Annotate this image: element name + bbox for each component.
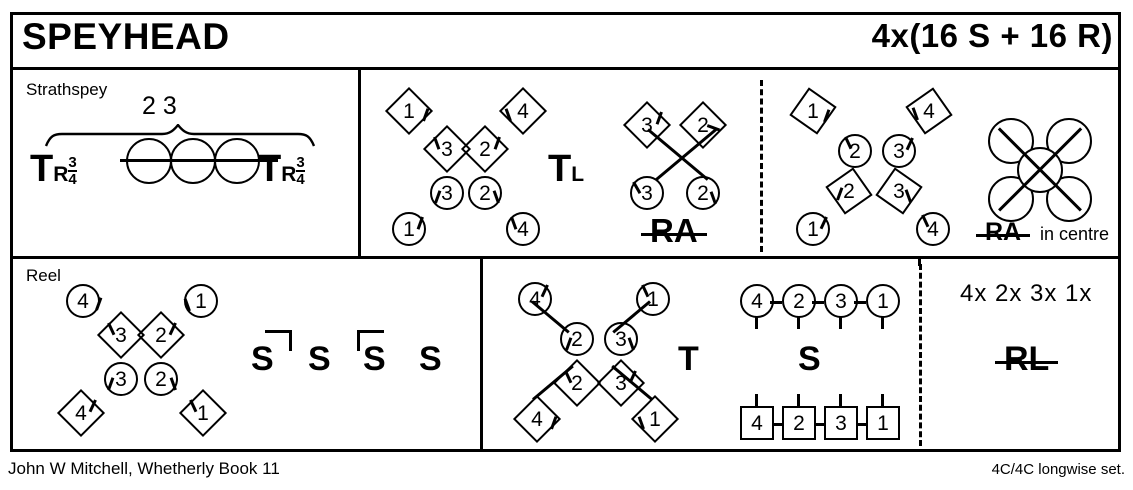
figure-turn-sub-left: R	[53, 163, 69, 186]
dancer-woman: 4	[66, 284, 103, 318]
strike-wrapper: RA	[976, 218, 1031, 247]
page-title: SPEYHEAD	[22, 16, 230, 57]
dancer-man: 4	[512, 394, 562, 444]
reel-of-three-symbol	[120, 138, 278, 188]
figure-turn-label: T	[678, 340, 699, 378]
dancer-man: 3	[875, 167, 923, 215]
dancer-man: 1	[630, 394, 680, 444]
dancer-man: 3	[596, 358, 646, 408]
dancer-woman: 1	[866, 284, 900, 329]
corner-bracket-right	[265, 330, 292, 351]
footer-source: John W Mitchell, Whetherly Book 11	[8, 459, 280, 478]
dancer-man: 1	[178, 388, 228, 438]
strike-wrapper: RA	[641, 212, 707, 250]
dancer-man: 2	[136, 310, 186, 360]
dancer-woman: 2	[782, 284, 816, 329]
divider-dashed-bottom	[919, 264, 922, 446]
dancer-man: 4	[740, 394, 774, 440]
dancer-man: 2	[782, 394, 816, 440]
dancer-woman: 3	[430, 176, 464, 210]
divider-v-1	[358, 70, 361, 258]
figure-T-sub: L	[571, 163, 585, 186]
dancer-woman: 3	[882, 134, 916, 168]
dancer-woman: 2	[468, 176, 502, 210]
footer-set-type: 4C/4C longwise set.	[991, 461, 1125, 478]
dancer-man: 4	[498, 86, 548, 136]
dancer-man: 1	[789, 87, 837, 135]
bracket-label-23: 2 3	[142, 92, 177, 120]
dancer-man: 2	[678, 100, 728, 150]
dancer-man: 2	[825, 167, 873, 215]
figure-turn-letter-left: T	[30, 148, 54, 190]
figure-RL-label: RL	[1004, 340, 1050, 378]
allemande-symbol	[988, 118, 1092, 222]
dancer-woman: 4	[740, 284, 774, 329]
dancer-woman: 3	[824, 284, 858, 329]
set-label-4: S	[419, 340, 442, 378]
figure-T-letter: T	[548, 148, 572, 190]
dancer-woman: 3	[604, 322, 638, 356]
dancer-man: 4	[905, 87, 953, 135]
corner-bracket-left	[357, 330, 384, 351]
dancer-woman: 4	[506, 212, 540, 246]
dancer-woman: 2	[686, 176, 720, 210]
men-line-chain: 4 2 3 1	[740, 394, 900, 454]
strike-wrapper: RL	[995, 340, 1059, 379]
dancer-woman: 3	[104, 362, 138, 396]
divider-dashed-top	[760, 80, 763, 252]
title-bar	[10, 12, 1121, 70]
figure-RL-struck: RL	[995, 340, 1059, 379]
figure-right-arm-centre-struck: RA	[976, 218, 1031, 247]
tempo-label-strathspey: Strathspey	[26, 80, 108, 99]
set-label-2: S	[308, 340, 331, 378]
divider-v-3-stub	[918, 256, 921, 266]
dancer-man: 1	[866, 394, 900, 440]
dancer-woman: 2	[838, 134, 872, 168]
dancer-woman: 2	[560, 322, 594, 356]
figure-RA-centre-label: RA	[985, 218, 1022, 246]
dancer-woman: 2	[144, 362, 178, 396]
dancer-woman: 1	[392, 212, 426, 246]
dancer-woman: 1	[183, 284, 218, 318]
dancer-man: 3	[96, 310, 146, 360]
dancer-woman: 4	[518, 282, 552, 316]
dancer-man: 2	[552, 358, 602, 408]
set-label-3: S	[363, 340, 386, 378]
dancer-woman: 1	[796, 212, 830, 246]
figure-turn-sub-right: R	[281, 163, 297, 186]
dancer-man: 4	[56, 388, 106, 438]
dancer-woman: 3	[630, 176, 664, 210]
women-line-chain: 4 2 3 1	[740, 284, 900, 332]
figure-RA-label: RA	[650, 212, 698, 249]
final-order: 4x 2x 3x 1x	[960, 280, 1093, 307]
dancer-man: 3	[422, 124, 472, 174]
figure-turn-left-hand: TL	[548, 148, 584, 191]
tempo-label-reel: Reel	[26, 266, 61, 285]
dancer-woman: 1	[636, 282, 670, 316]
divider-v-2	[480, 256, 483, 452]
dancer-man: 2	[460, 124, 510, 174]
diagram-frame	[10, 12, 1121, 452]
brace-23	[44, 124, 316, 148]
dancer-woman: 4	[916, 212, 950, 246]
dancer-man: 3	[622, 100, 672, 150]
figure-right-arm-struck: RA	[641, 212, 707, 250]
figure-note-in-centre: in centre	[1040, 224, 1110, 244]
figure-set-label: S	[798, 340, 821, 378]
dance-meter: 4x(16 S + 16 R)	[871, 17, 1113, 54]
divider-h-1	[10, 256, 1121, 259]
figure-turn-letter-right: T	[258, 148, 282, 190]
set-label-1: S	[251, 340, 274, 378]
dancer-man: 1	[384, 86, 434, 136]
dancer-man: 3	[824, 394, 858, 440]
